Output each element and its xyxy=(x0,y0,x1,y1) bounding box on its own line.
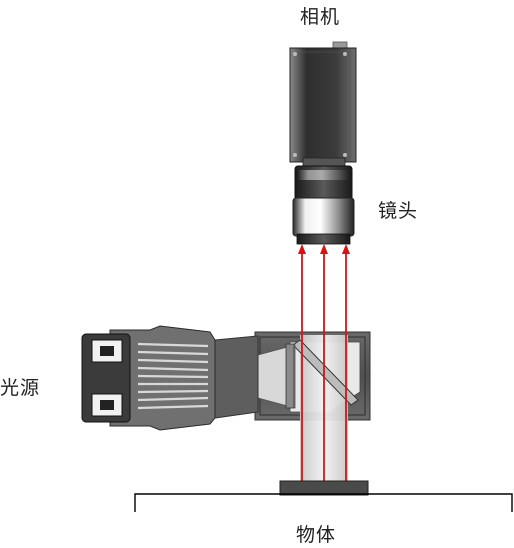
light-source xyxy=(81,325,259,431)
ray-arrowheads xyxy=(298,244,350,254)
heat-sink-fins xyxy=(137,342,209,410)
lens-label: 镜头 xyxy=(378,200,419,222)
light-rays xyxy=(301,248,347,482)
coaxial-light-housing xyxy=(254,331,371,485)
light-source-label: 光源 xyxy=(0,377,41,399)
object-stage xyxy=(134,480,513,512)
camera xyxy=(289,41,357,167)
camera-label: 相机 xyxy=(300,6,341,28)
object-label: 物体 xyxy=(296,524,337,546)
lens xyxy=(292,165,355,245)
